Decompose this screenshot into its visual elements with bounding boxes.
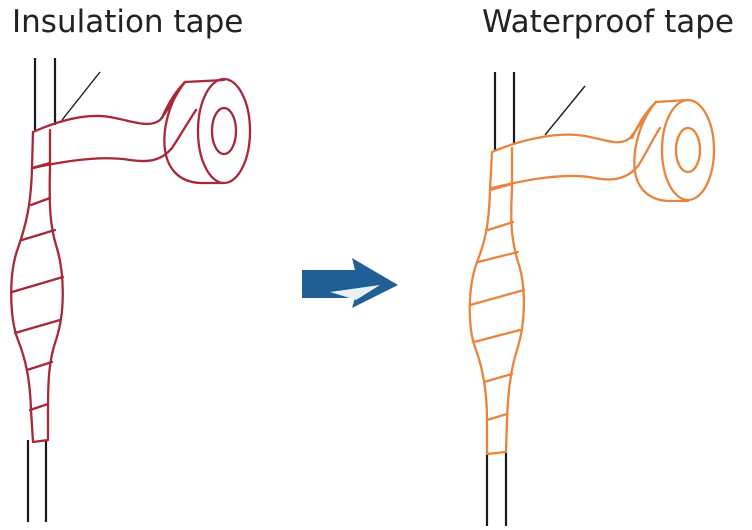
right-arrow-icon bbox=[302, 258, 398, 308]
waterproof-tape-figure bbox=[468, 72, 716, 526]
insulation-tape-figure bbox=[10, 58, 252, 522]
right-wires bbox=[485, 72, 586, 526]
left-tape bbox=[10, 77, 252, 444]
right-tape bbox=[468, 98, 716, 456]
left-wires bbox=[26, 58, 101, 522]
insulation-tape-label: Insulation tape bbox=[12, 4, 244, 40]
waterproof-tape-label: Waterproof tape bbox=[482, 4, 734, 40]
